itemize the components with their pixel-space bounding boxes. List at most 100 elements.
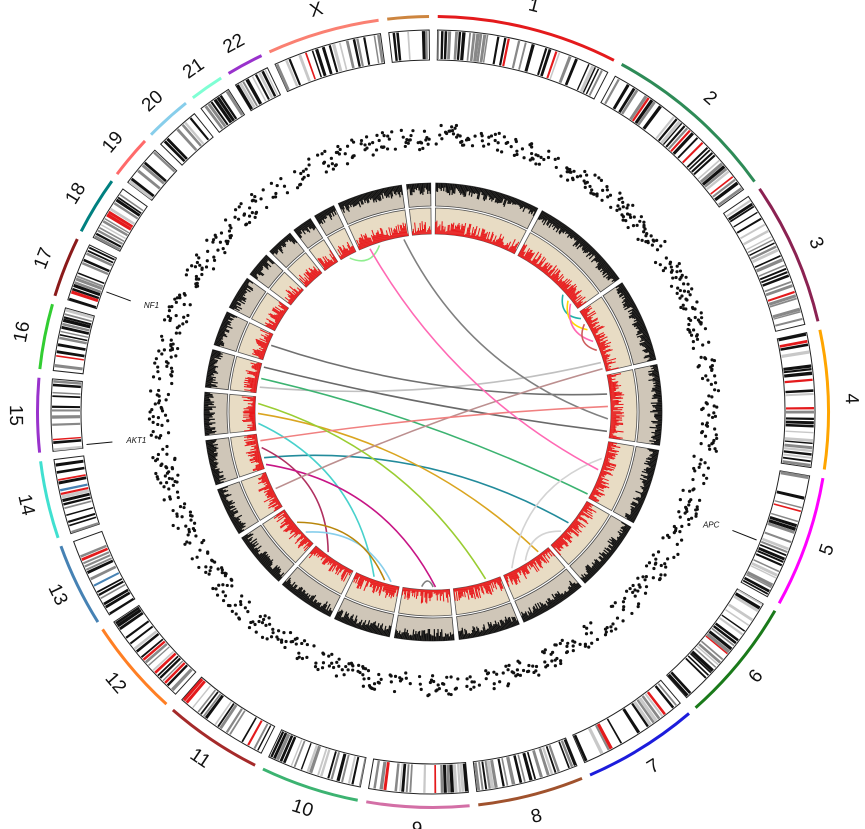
chr5-cn-outer-bar (630, 510, 639, 515)
chr14-cn-outer-bar (209, 461, 217, 465)
chr9-cn-inner-bar (429, 589, 431, 602)
chr5-band (770, 512, 799, 523)
chr18-band (94, 235, 121, 251)
chry-cn-outer-bar (410, 184, 413, 196)
chr13-cn-inner-bar (257, 478, 269, 485)
chr9-cn-outer-bar (427, 628, 429, 641)
chr4-cn-inner-bar (610, 411, 621, 413)
chr17-cn-outer-bar (214, 343, 221, 347)
chr11-cn-inner-bar (321, 555, 329, 565)
chrx-cn-outer-bar (388, 187, 393, 199)
chr1-cn-outer-bar (522, 202, 528, 213)
chr8-cn-outer-bar (461, 627, 465, 640)
chr4-band (784, 371, 813, 378)
chry-cn-inner-bar (430, 229, 432, 235)
chr6-scatter-point (643, 591, 648, 595)
chr1-cn-inner-bar (504, 242, 509, 250)
chr3-cn-outer-bar (648, 357, 656, 360)
chr3-cn-outer-bar (617, 288, 627, 295)
chr1-band (492, 36, 500, 65)
chr5-scatter-point (684, 507, 689, 511)
chr4-band (780, 343, 809, 351)
chr19-cn-outer-bar (263, 256, 269, 262)
chr21-cn-outer-bar (294, 228, 303, 238)
chr1-cn-outer-bar (500, 194, 505, 203)
chr4-cn-outer-bar (652, 379, 660, 382)
chr9-scatter-point (431, 674, 435, 678)
chr12-cn-inner-bar (285, 520, 293, 526)
chr2-cn-inner-bar (519, 244, 528, 257)
chr8-cn-inner-bar (467, 586, 471, 596)
chr18-cn-outer-bar (234, 297, 246, 305)
chr10-scatter-point (361, 664, 365, 669)
chr15-cn-inner-bar (249, 413, 256, 415)
chr18-cn-inner-bar (273, 314, 282, 320)
chr2-cn-inner-bar (561, 283, 567, 290)
chr5-cn-outer-bar (635, 497, 645, 502)
chr11-cn-inner-bar (310, 546, 318, 555)
chr14-band (63, 496, 91, 506)
chr7-scatter-point (560, 638, 564, 642)
chr11-scatter-point (268, 622, 272, 626)
chr5-cn-outer-bar (641, 481, 651, 486)
chr1-scatter-point (487, 135, 491, 139)
chr2-cn-outer-bar (561, 225, 568, 233)
chr7-cn-outer-bar (570, 586, 576, 593)
chr11-cn-inner-bar (328, 557, 332, 562)
chr9-cn-outer-bar (418, 630, 421, 641)
chr14-cn-inner-bar (251, 437, 257, 439)
chr20-cn-outer-bar (271, 248, 278, 255)
chr3-cn-inner-bar (604, 361, 616, 366)
chr2-cn-inner-bar (557, 281, 563, 286)
chr15-cn-inner-bar (247, 403, 256, 405)
chr11-cn-outer-bar (293, 588, 298, 595)
chr8-cn-outer-bar (483, 624, 487, 635)
chr1-scatter-point (496, 141, 500, 145)
chr14-scatter-point (162, 498, 166, 502)
chr10-scatter-point (340, 668, 344, 672)
chr21-scatter-point (282, 184, 287, 188)
chr14-scatter-point (167, 470, 171, 474)
chr3-cn-outer-bar (638, 326, 646, 331)
chr5-scatter-point (706, 466, 710, 470)
chrx-scatter-point (323, 149, 327, 153)
chr1-cn-outer-bar (487, 189, 491, 196)
chr3-cn-outer-bar (639, 341, 652, 346)
chr18-band (104, 217, 130, 234)
chr18-label: 18 (62, 179, 91, 208)
chr22-cn-inner-bar (351, 245, 356, 253)
chr10-cn-outer-bar (381, 630, 385, 636)
chr14-cn-inner-bar (244, 435, 257, 438)
chr6-cn-inner-bar (579, 512, 584, 516)
chr9-cn-inner-bar (410, 588, 412, 591)
chr3-cn-outer-bar (637, 329, 647, 334)
chr4-cn-outer-bar (655, 380, 661, 383)
chr15-cn-outer-bar (204, 420, 211, 422)
chr5-cn-outer-bar (649, 454, 658, 458)
chrx-scatter-point (382, 145, 386, 149)
chr9-scatter-point (398, 679, 403, 683)
chr6-cn-outer-bar (594, 562, 601, 570)
chr12-cn-inner-bar (285, 515, 289, 519)
chr9-cn-inner-bar (415, 589, 417, 592)
chr1-scatter-point (440, 137, 444, 141)
chr3-cn-outer-bar (644, 338, 651, 342)
chr14-band (69, 516, 97, 527)
chr8-band (522, 752, 533, 781)
chr11-cn-inner-bar (329, 558, 334, 564)
chr6-cn-outer-bar (586, 565, 596, 575)
chr16-cn-inner-bar (251, 367, 261, 371)
chr11-scatter-point (267, 616, 271, 620)
chry-scatter-point (427, 137, 431, 141)
chr9-cn-outer-bar (400, 632, 403, 639)
chr22-scatter-point (301, 169, 306, 173)
chr12-scatter-point (208, 569, 212, 573)
chr11-cn-outer-bar (295, 586, 303, 596)
chr1-cn-outer-bar (482, 188, 486, 196)
chr13-cn-outer-bar (237, 528, 243, 533)
chr16-cn-outer-bar (210, 355, 222, 360)
chr5-cn-inner-bar (589, 495, 600, 502)
chrx-cn-outer-bar (374, 190, 378, 200)
chr14-scatter-point (167, 487, 171, 491)
chr5-band (773, 503, 802, 513)
